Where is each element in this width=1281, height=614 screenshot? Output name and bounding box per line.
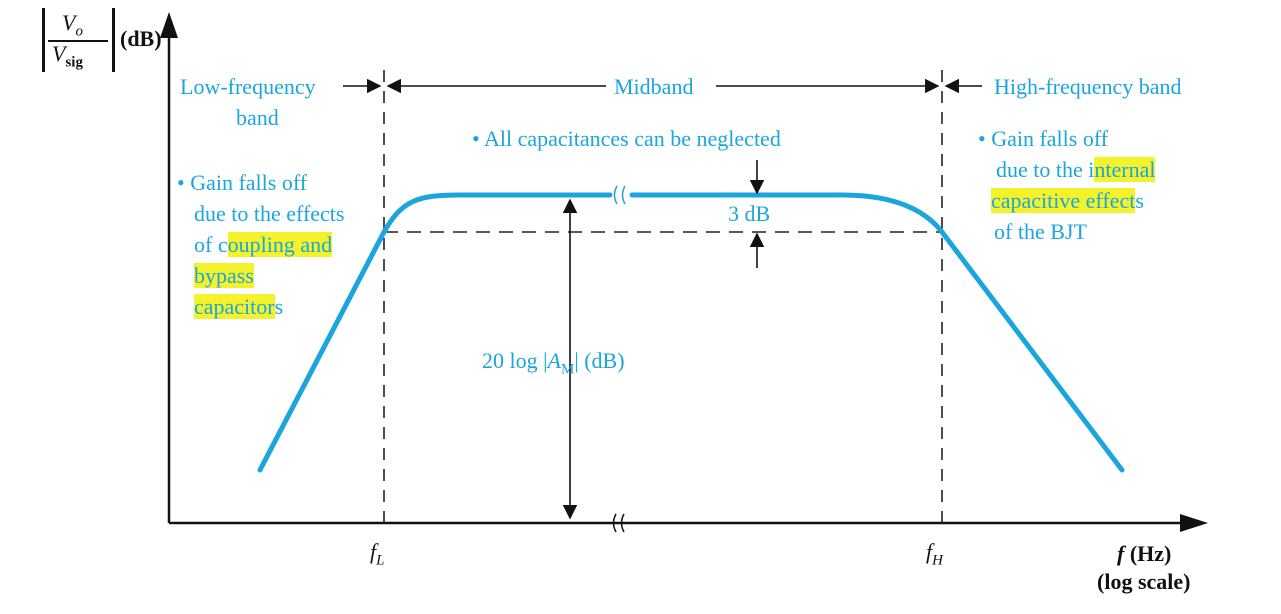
x-axis-break-icon xyxy=(612,513,625,533)
y-denominator: V xyxy=(52,41,66,66)
midband-label: Midband xyxy=(614,74,694,99)
low-band-label-line2: band xyxy=(236,105,279,130)
fH-marker-label: fH xyxy=(926,539,943,569)
high-band-label: High-frequency band xyxy=(994,74,1182,99)
high-note-line1: • Gain falls off xyxy=(978,126,1109,151)
low-note-line1: • Gain falls off xyxy=(177,170,308,195)
x-axis-label: f (Hz) xyxy=(1117,541,1172,566)
midband-gain-label: 20 log |AM| (dB) xyxy=(482,348,625,378)
low-note-line3: of coupling and xyxy=(194,232,333,257)
curve-break-icon xyxy=(613,185,626,205)
high-note-line4: of the BJT xyxy=(994,219,1087,244)
y-axis-arrowhead xyxy=(160,12,178,38)
three-db-label: 3 dB xyxy=(728,201,771,226)
high-note-line2: due to the internal xyxy=(996,157,1156,182)
fL-marker-label: fL xyxy=(370,539,385,569)
y-axis-label: Vo Vsig (dB) xyxy=(40,8,170,72)
low-band-label-line1: Low-frequency xyxy=(180,74,316,99)
midband-note: • All capacitances can be neglected xyxy=(472,126,781,151)
x-axis-scale-label: (log scale) xyxy=(1097,569,1191,594)
high-note-line3: capacitive effects xyxy=(991,188,1144,213)
frequency-response-curve xyxy=(257,192,1125,473)
low-note-line4: bypass xyxy=(194,263,254,288)
x-axis-arrowhead xyxy=(1180,514,1208,532)
y-unit: (dB) xyxy=(120,26,162,51)
low-note-line5: capacitors xyxy=(194,294,284,319)
low-note-line2: due to the effects xyxy=(194,201,345,226)
y-numerator: V xyxy=(62,10,76,35)
